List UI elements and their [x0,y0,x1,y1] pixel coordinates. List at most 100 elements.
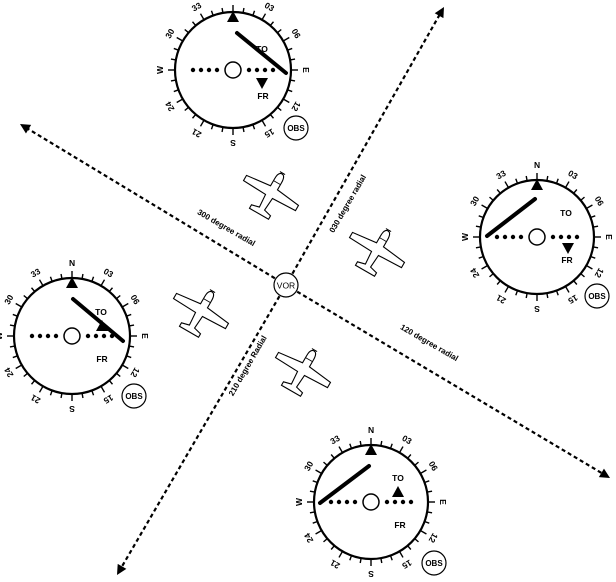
radial-arrowhead-30 [434,7,444,19]
lubber-index [365,444,377,455]
compass-tick [115,294,121,300]
compass-tick [210,10,214,16]
compass-tick [489,196,494,201]
compass-tick [573,280,578,285]
compass-tick [389,555,393,561]
compass-tick [555,290,559,296]
compass-tick [282,36,290,42]
compass-tick [478,255,484,259]
compass-tick [496,189,501,194]
compass-tick [427,490,433,493]
compass-tick [30,379,36,385]
deviation-dot [198,67,204,73]
compass-tick [15,364,23,370]
compass-tick [126,313,132,317]
obs-label: OBS [588,292,606,301]
deviation-dot [408,499,414,505]
aircraft-west [162,275,240,348]
cdi-needle [485,197,537,238]
deviation-dot [400,499,406,505]
obs-knob[interactable]: OBS [584,283,610,309]
compass-tick [515,290,519,296]
compass-label: 03 [102,266,115,280]
compass-label: E [140,333,150,339]
compass-tick [546,293,549,299]
to-flag-indicator [96,320,108,331]
center-ring [528,228,546,246]
compass-label: 24 [302,531,316,544]
compass-tick [504,286,510,293]
compass-tick [126,355,132,359]
aircraft-south [264,334,342,407]
compass-tick [242,126,245,133]
compass-label: 15 [400,558,413,572]
compass-tick [309,490,315,493]
aircraft-east [338,214,416,287]
vor-label: VOR [277,281,295,291]
compass-tick [481,204,488,210]
compass-tick [338,551,344,558]
compass-label: W [460,232,470,241]
compass-tick [555,178,559,184]
obs-knob[interactable]: OBS [283,115,309,141]
compass-label: 12 [128,366,142,379]
compass-tick [309,511,315,514]
compass-tick [30,287,36,293]
compass-tick [261,119,267,127]
compass-tick [91,390,95,396]
deviation-dot [558,234,564,240]
compass-tick [323,538,328,543]
compass-tick [287,47,293,51]
compass-label: 21 [29,392,42,406]
deviation-dot [29,333,35,339]
from-label: FR [96,354,107,364]
compass-tick [330,545,335,550]
vor-station: VOR [273,272,299,298]
compass-tick [173,47,179,51]
deviation-dot [518,234,524,240]
compass-tick [173,89,179,93]
deviation-dot [384,499,390,505]
compass-tick [315,469,322,475]
to-label: TO [95,307,107,317]
compass-tick [580,196,585,201]
deviation-dot [574,234,580,240]
compass-tick [420,469,427,475]
obs-knob[interactable]: OBS [421,550,447,576]
compass-tick [210,124,214,130]
compass-tick [252,124,256,130]
compass-tick [38,385,44,393]
compass-tick [221,7,224,14]
to-label: TO [392,473,404,483]
compass-tick [23,372,29,378]
from-label: FR [394,520,405,530]
compass-tick [573,189,578,194]
compass-tick [60,273,63,280]
compass-tick [276,28,282,34]
compass-label: N [534,160,540,170]
compass-label: 15 [102,393,115,407]
compass-tick [359,558,362,564]
compass-label: W [155,65,165,74]
compass-tick [525,293,528,299]
deviation-dot [206,67,212,73]
lubber-index [531,179,543,190]
compass-label: 24 [2,366,16,379]
compass-tick [349,555,353,561]
radial-arrowhead-210 [117,563,127,575]
radial-line-30 [291,13,442,275]
obs-label: OBS [125,392,143,401]
compass-tick [593,225,599,228]
compass-tick [414,538,419,543]
compass-tick [121,364,129,370]
obs-knob[interactable]: OBS [121,383,147,409]
compass-label: W [294,497,304,506]
compass-tick [289,79,296,82]
deviation-dot [392,499,398,505]
compass-tick [407,454,412,459]
compass-tick [199,13,205,21]
